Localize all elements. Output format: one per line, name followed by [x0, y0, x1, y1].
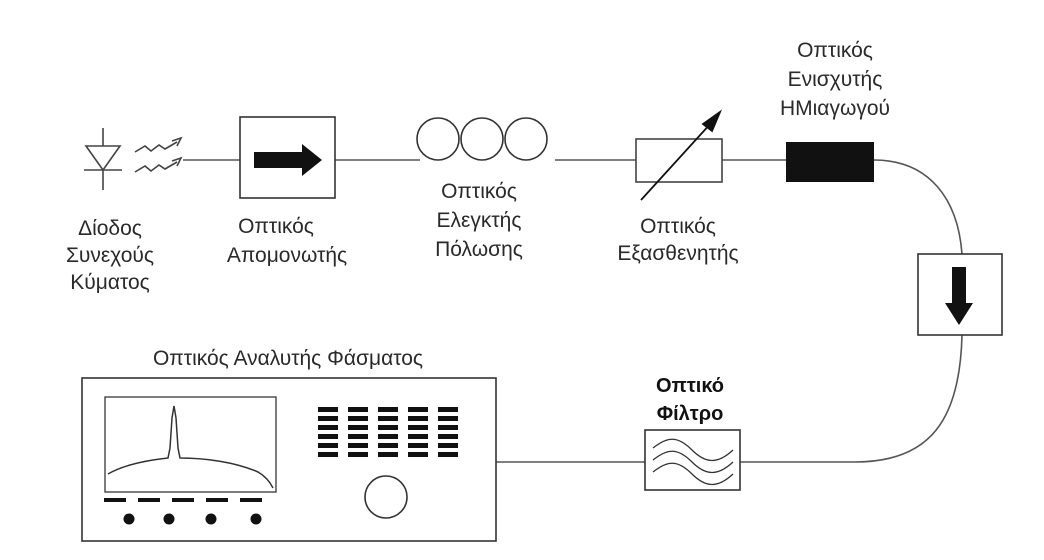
analyzer-key[interactable] — [408, 416, 428, 421]
analyzer-key[interactable] — [348, 407, 368, 412]
analyzer-key[interactable] — [438, 443, 458, 448]
analyzer-keypad — [318, 407, 458, 457]
amplifier-label-line-1: Οπτικός — [797, 39, 873, 62]
analyzer-screen — [104, 396, 277, 493]
analyzer-key[interactable] — [318, 425, 338, 430]
analyzer-key[interactable] — [438, 407, 458, 412]
analyzer-dial[interactable] — [364, 475, 408, 519]
analyzer-key[interactable] — [438, 434, 458, 439]
controller-label-line-3: Πόλωσης — [435, 238, 523, 261]
analyzer-key[interactable] — [348, 416, 368, 421]
laser-label: Δίοδος Συνεχούς Κύματος — [66, 217, 154, 294]
analyzer-key[interactable] — [318, 452, 338, 457]
fiber-amplifier-to-circulator — [873, 159, 963, 255]
right-arrow-icon — [254, 144, 322, 176]
controller-label-line-1: Οπτικός — [441, 180, 517, 203]
isolator-label: Οπτικός Απομονωτής — [227, 215, 347, 267]
analyzer-key[interactable] — [408, 407, 428, 412]
laser-diode-icon — [84, 128, 183, 190]
laser-label-line-2: Συνεχούς — [66, 244, 154, 267]
amplifier-label: Οπτικός Ενισχυτής ΗΜιαγωγού — [780, 39, 890, 120]
analyzer-key[interactable] — [378, 434, 398, 439]
analyzer-key[interactable] — [378, 452, 398, 457]
analyzer-knob[interactable] — [163, 513, 175, 525]
polarization-loops-icon — [416, 117, 548, 161]
analyzer-knob-row — [123, 513, 262, 525]
fiber-circulator-to-filter — [740, 334, 963, 463]
laser-label-line-1: Δίοδος — [78, 217, 142, 240]
analyzer-key[interactable] — [348, 434, 368, 439]
analyzer-key[interactable] — [318, 407, 338, 412]
filter-label: Οπτικό Φίλτρο — [656, 375, 724, 425]
analyzer-key[interactable] — [378, 443, 398, 448]
attenuator-label: Οπτικός Εξασθενητής — [617, 215, 738, 265]
variable-attenuator-icon — [640, 109, 723, 201]
analyzer-knob[interactable] — [205, 513, 217, 525]
analyzer-key[interactable] — [438, 425, 458, 430]
laser-label-line-3: Κύματος — [70, 271, 150, 294]
attenuator-box — [635, 138, 723, 183]
analyzer-knob[interactable] — [123, 513, 135, 525]
wave-icon — [652, 438, 734, 486]
analyzer-key[interactable] — [378, 425, 398, 430]
analyzer-key[interactable] — [348, 443, 368, 448]
analyzer-key[interactable] — [408, 452, 428, 457]
analyzer-key[interactable] — [378, 407, 398, 412]
amplifier-label-line-2: Ενισχυτής — [788, 68, 883, 91]
analyzer-key[interactable] — [318, 443, 338, 448]
spectrum-trace — [107, 405, 274, 489]
down-arrow-icon — [945, 267, 973, 325]
controller-label-line-2: Ελεγκτής — [437, 209, 522, 232]
analyzer-key[interactable] — [348, 452, 368, 457]
analyzer-key[interactable] — [348, 425, 368, 430]
filter-label-line-1: Οπτικό — [656, 375, 724, 397]
controller-label: Οπτικός Ελεγκτής Πόλωσης — [435, 180, 523, 261]
analyzer-key[interactable] — [318, 434, 338, 439]
analyzer-title: Οπτικός Αναλυτής Φάσματος — [153, 347, 423, 370]
analyzer-key[interactable] — [408, 425, 428, 430]
filter-label-line-2: Φίλτρο — [657, 403, 724, 425]
analyzer-key[interactable] — [318, 416, 338, 421]
amplifier-label-line-3: ΗΜιαγωγού — [780, 97, 890, 120]
analyzer-key[interactable] — [438, 416, 458, 421]
analyzer-key[interactable] — [438, 452, 458, 457]
analyzer-knob[interactable] — [250, 513, 262, 525]
attenuator-label-line-2: Εξασθενητής — [617, 242, 738, 265]
analyzer-key[interactable] — [408, 443, 428, 448]
fiber-path — [183, 159, 963, 463]
isolator-label-line-1: Οπτικός — [238, 215, 314, 238]
analyzer-key[interactable] — [408, 434, 428, 439]
amplifier-block — [786, 142, 874, 182]
filter-box — [644, 429, 741, 491]
attenuator-label-line-1: Οπτικός — [640, 215, 716, 238]
analyzer-key[interactable] — [378, 416, 398, 421]
analyzer-dash-row — [104, 498, 262, 502]
isolator-label-line-2: Απομονωτής — [227, 244, 347, 267]
